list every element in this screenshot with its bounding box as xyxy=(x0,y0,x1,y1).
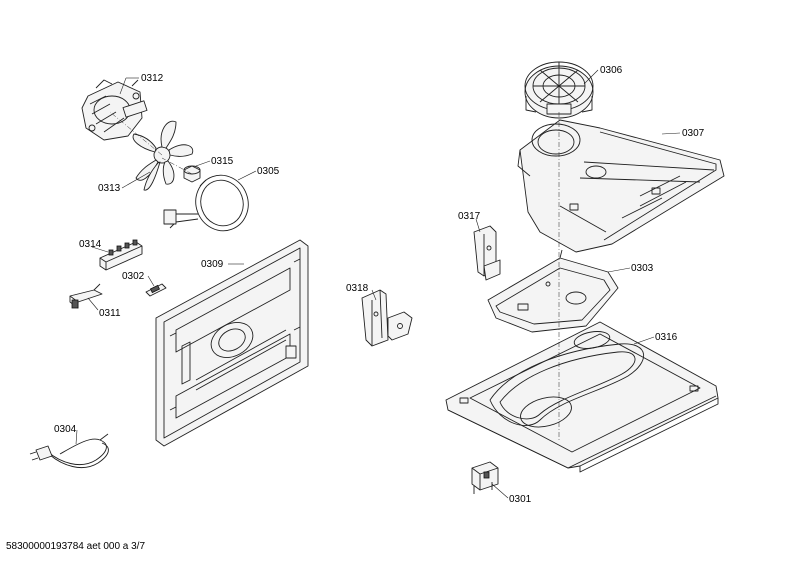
part-0305-ring-heater[interactable] xyxy=(163,168,256,238)
callout-0312[interactable]: 0312 xyxy=(141,73,164,84)
callout-0311[interactable]: 0311 xyxy=(99,308,121,319)
callout-0302[interactable]: 0302 xyxy=(122,271,145,282)
callout-0309[interactable]: 0309 xyxy=(201,259,224,270)
part-0306-fan-grille[interactable] xyxy=(524,61,594,119)
callout-0314[interactable]: 0314 xyxy=(79,239,102,250)
callout-0318[interactable]: 0318 xyxy=(346,283,369,294)
part-0313-fan-wheel[interactable] xyxy=(132,120,194,191)
part-0312-fan-motor[interactable] xyxy=(81,79,148,141)
part-0318-bracket[interactable] xyxy=(361,289,413,347)
callout-0317[interactable]: 0317 xyxy=(458,211,481,222)
callout-0304[interactable]: 0304 xyxy=(54,424,77,435)
part-0307-fan-housing[interactable] xyxy=(517,119,725,253)
callout-0306[interactable]: 0306 xyxy=(600,65,623,76)
document-id-footer: 58300000193784 aet 000 a 3/7 xyxy=(6,541,146,552)
callout-0307[interactable]: 0307 xyxy=(682,128,705,139)
callout-0316[interactable]: 0316 xyxy=(655,332,678,343)
part-0314-terminal-block[interactable] xyxy=(99,239,143,271)
callouts: 0312 0313 0315 0305 0314 0302 0311 0309 … xyxy=(54,65,705,505)
part-0303-plate[interactable] xyxy=(487,249,619,333)
part-0302-sensor[interactable] xyxy=(145,283,167,297)
callout-0315[interactable]: 0315 xyxy=(211,156,234,167)
callout-0313[interactable]: 0313 xyxy=(98,183,121,194)
part-0316-bottom-tray[interactable] xyxy=(445,321,719,473)
part-0301-connector[interactable] xyxy=(471,461,499,494)
part-0317-bracket[interactable] xyxy=(473,225,501,281)
assembly-axis-lines xyxy=(109,111,560,440)
callout-0303[interactable]: 0303 xyxy=(631,263,654,274)
callout-0301[interactable]: 0301 xyxy=(509,494,532,505)
callout-0305[interactable]: 0305 xyxy=(257,166,280,177)
part-0304-power-cable[interactable] xyxy=(29,433,109,468)
part-0309-back-panel[interactable] xyxy=(155,239,309,447)
part-0311-bracket[interactable] xyxy=(69,283,103,309)
